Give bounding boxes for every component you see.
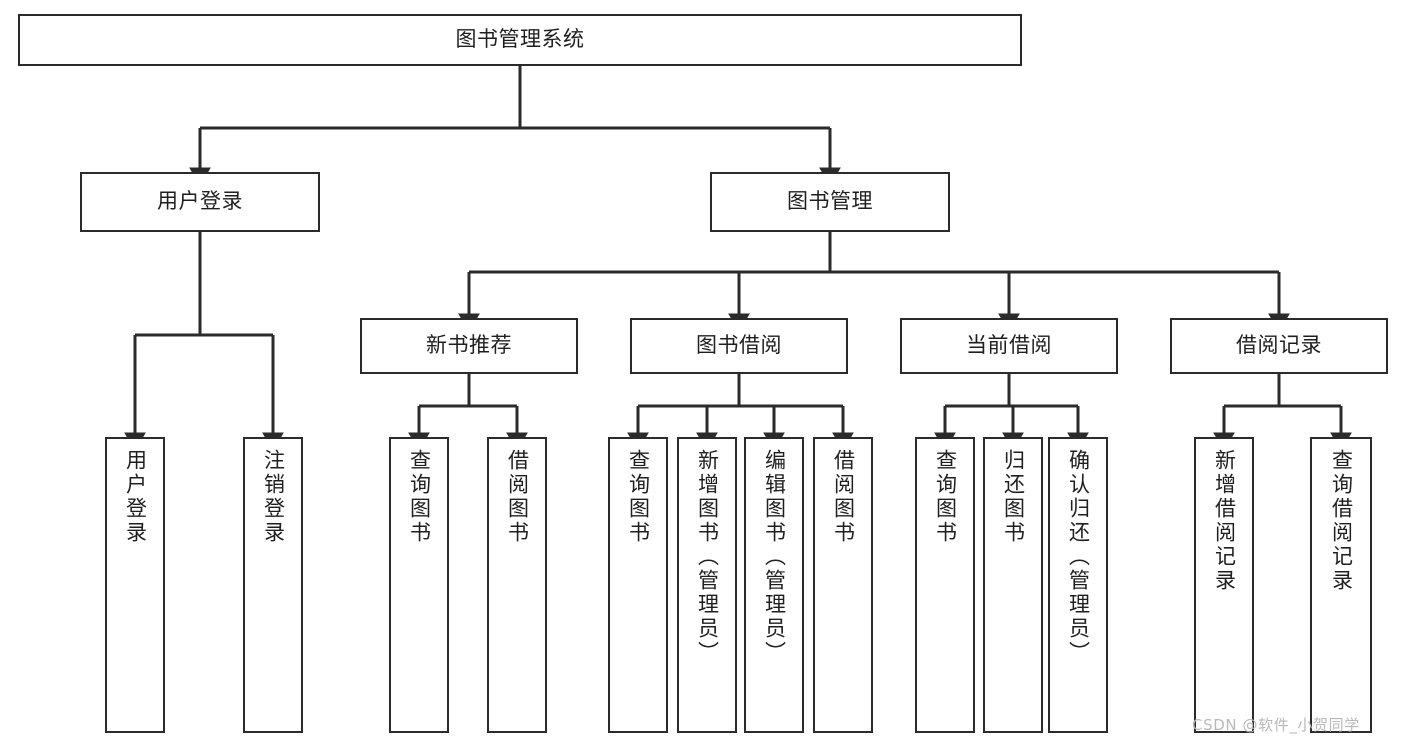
node-borrow[interactable]: 图书借阅 [630,318,848,374]
node-leaf-cur-3[interactable]: 确认归还（管理员） [1048,437,1108,733]
node-label: 查询图书 [626,449,651,545]
node-root[interactable]: 图书管理系统 [18,14,1022,66]
node-label: 查询图书 [407,449,432,545]
node-label: 归还图书 [1001,449,1026,545]
node-login[interactable]: 用户登录 [80,172,320,232]
node-leaf-bor-1[interactable]: 查询图书 [608,437,668,733]
node-leaf-new-2[interactable]: 借阅图书 [487,437,547,733]
node-label: 新增借阅记录 [1212,449,1237,593]
node-leaf-bor-2[interactable]: 新增图书（管理员） [677,437,737,733]
node-label: 注销登录 [261,449,286,545]
node-leaf-bor-3[interactable]: 编辑图书（管理员） [744,437,804,733]
node-leaf-login-2[interactable]: 注销登录 [243,437,303,733]
node-label: 图书管理 [787,189,873,214]
node-label: 新书推荐 [426,333,512,358]
node-leaf-rec-1[interactable]: 新增借阅记录 [1194,437,1254,733]
node-current[interactable]: 当前借阅 [900,318,1118,374]
node-label: 借阅图书 [505,449,530,545]
node-label: 用户登录 [123,449,148,545]
node-leaf-cur-2[interactable]: 归还图书 [983,437,1043,733]
node-label: 借阅图书 [831,449,856,545]
node-label: 图书管理系统 [455,27,585,52]
node-leaf-login-1[interactable]: 用户登录 [105,437,165,733]
node-records[interactable]: 借阅记录 [1170,318,1388,374]
node-leaf-bor-4[interactable]: 借阅图书 [813,437,873,733]
node-label: 当前借阅 [966,333,1052,358]
node-label: 图书借阅 [696,333,782,358]
node-label: 查询借阅记录 [1329,449,1354,593]
node-label: 确认归还（管理员） [1066,449,1091,665]
node-label: 新增图书（管理员） [695,449,720,665]
node-leaf-cur-1[interactable]: 查询图书 [915,437,975,733]
node-leaf-new-1[interactable]: 查询图书 [389,437,449,733]
node-newbooks[interactable]: 新书推荐 [360,318,578,374]
node-bookmgmt[interactable]: 图书管理 [710,172,950,232]
csdn-watermark: CSDN @软件_小贺同学 [1192,716,1360,734]
node-label: 查询图书 [933,449,958,545]
node-leaf-rec-2[interactable]: 查询借阅记录 [1310,437,1372,733]
node-label: 用户登录 [157,189,243,214]
node-label: 借阅记录 [1236,333,1322,358]
node-label: 编辑图书（管理员） [762,449,787,665]
